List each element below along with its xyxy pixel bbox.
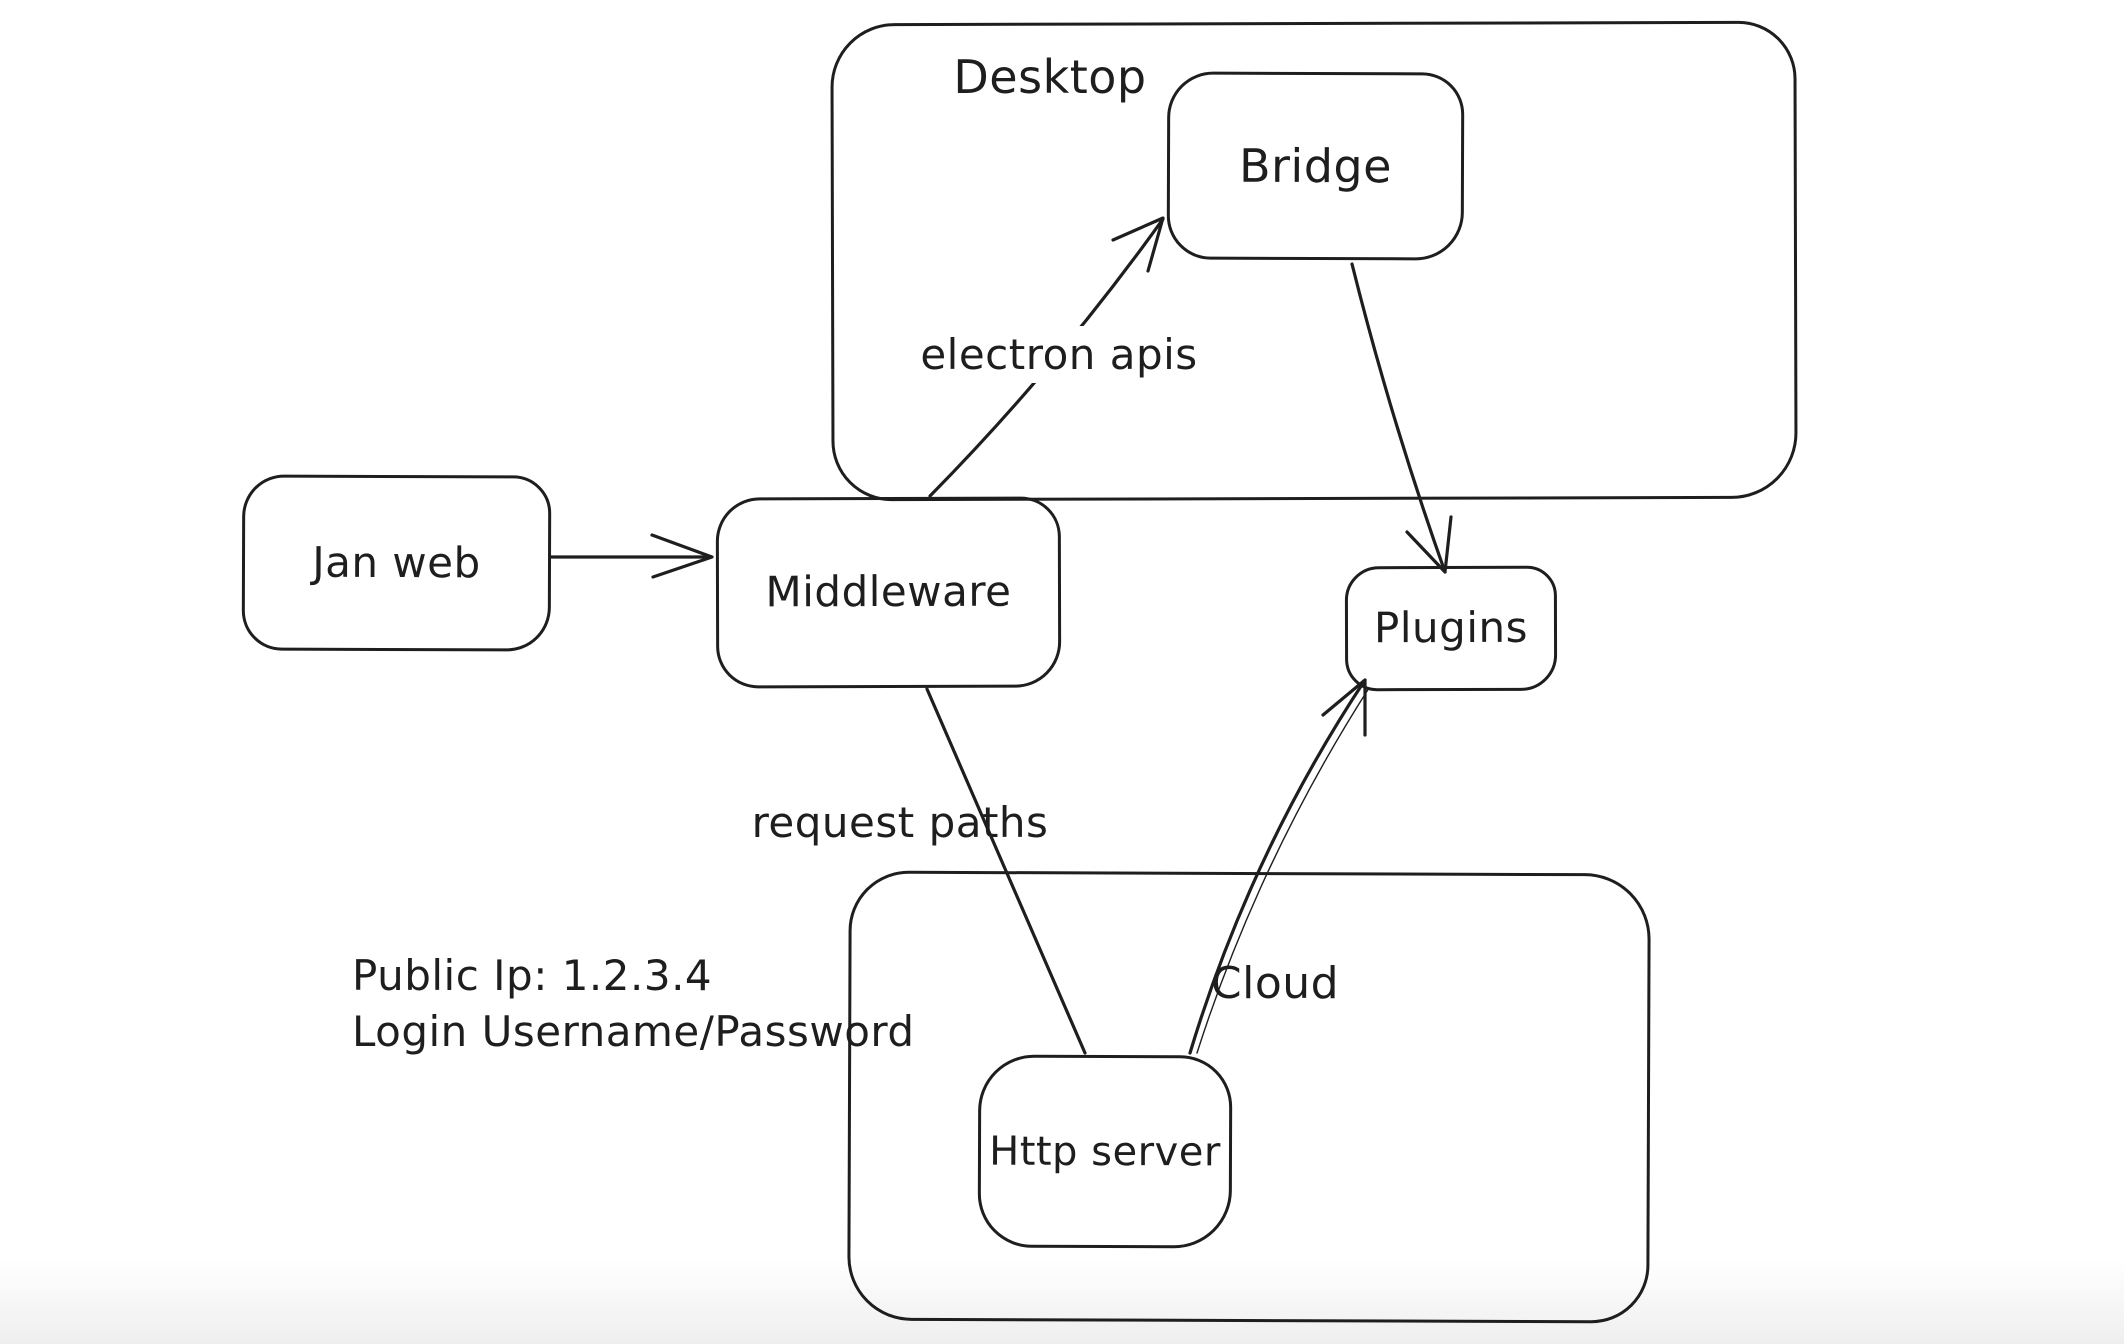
arrowhead-icon (1321, 678, 1367, 737)
edge-label-request-paths[interactable]: request paths (751, 798, 1049, 847)
edge-bridge-to-plugins[interactable] (1350, 262, 1453, 574)
node-jan-web[interactable]: Jan web (241, 474, 552, 652)
arrowhead-icon (650, 533, 714, 579)
edge-httpserver-to-plugins[interactable] (1188, 678, 1370, 1055)
annotation-block[interactable]: Public Ip: 1.2.3.4 Login Username/Passwo… (352, 948, 915, 1060)
container-cloud-label[interactable]: Cloud (1210, 958, 1340, 1009)
node-middleware[interactable]: Middleware (715, 496, 1062, 689)
edge-middleware-to-httpserver[interactable] (925, 687, 1087, 1055)
annotation-public-ip: Public Ip: 1.2.3.4 (352, 951, 713, 1000)
edge-label-electron-apis[interactable]: electron apis (906, 326, 1212, 383)
node-bridge-label: Bridge (1238, 138, 1393, 193)
node-jan-web-label: Jan web (312, 537, 481, 588)
edge-line[interactable] (1350, 262, 1447, 574)
node-http-server-label: Http server (989, 1128, 1221, 1175)
arrowhead-icon (1405, 515, 1453, 574)
node-http-server[interactable]: Http server (977, 1054, 1233, 1249)
edge-line-sketch-stroke (1196, 687, 1370, 1054)
annotation-login: Login Username/Password (352, 1007, 915, 1056)
node-middleware-label: Middleware (765, 567, 1012, 617)
node-plugins-label: Plugins (1373, 603, 1529, 653)
edge-line[interactable] (1188, 678, 1367, 1055)
edge-line[interactable] (925, 687, 1087, 1055)
node-bridge[interactable]: Bridge (1166, 71, 1465, 261)
node-plugins[interactable]: Plugins (1344, 565, 1558, 692)
container-desktop-label[interactable]: Desktop (953, 50, 1147, 104)
edge-janweb-to-middleware[interactable] (549, 533, 714, 579)
arrowhead-icon (1111, 216, 1165, 273)
